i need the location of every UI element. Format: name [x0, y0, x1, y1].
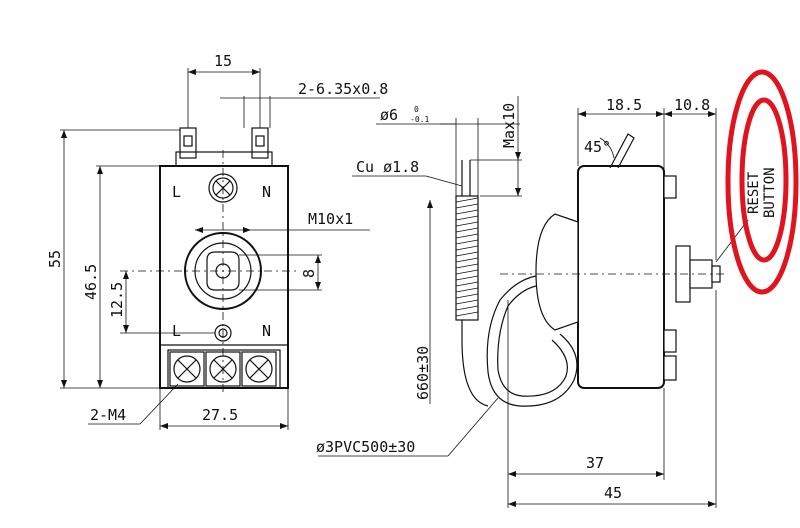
screw-right: [245, 355, 273, 383]
bulb-dome: [535, 213, 579, 331]
dim-660: 660±30: [414, 346, 432, 400]
side-tab-top: [663, 175, 677, 199]
dim-10-8: 10.8: [674, 96, 710, 114]
dim-15-arrows: [188, 69, 260, 75]
dim-m4-leader: [139, 383, 179, 425]
screw-left-box: [169, 351, 205, 387]
sensor-coil: [455, 195, 479, 321]
dim-15: 15: [214, 52, 232, 70]
angle-arc: [599, 137, 615, 159]
dim-max10: Max10: [500, 103, 518, 148]
dim-12-5: 12.5: [108, 282, 126, 318]
dim-18-5: 18.5: [606, 96, 642, 114]
dim-cu-leader: [425, 175, 463, 187]
label-N-top: N: [262, 183, 271, 201]
dim-45: 45: [604, 484, 622, 502]
terminal-right: [251, 127, 269, 159]
reset-annotation: RESET BUTTON: [715, 69, 799, 295]
dim-45-deg: 45°: [584, 138, 611, 156]
screw-right-cross-b: [249, 359, 269, 379]
shaft-flat: [206, 251, 240, 291]
label-N-bottom: N: [262, 322, 271, 340]
dim-55: 55: [46, 250, 64, 268]
label-L-top: L: [172, 183, 181, 201]
label-L-bottom: L: [172, 322, 181, 340]
dim-2-m4: 2-M4: [90, 406, 126, 424]
screw-left-cross-b: [177, 359, 197, 379]
dim-46-5: 46.5: [82, 264, 100, 300]
dim-660-arrow: [427, 200, 433, 208]
terminal-block: [167, 349, 281, 389]
screw-left: [173, 355, 201, 383]
reset-label-line1: RESET: [746, 171, 762, 214]
angle-bracket: [609, 133, 635, 169]
thermostat-body: [159, 165, 289, 389]
dim-8: 8: [300, 269, 318, 278]
capillary-outer: [486, 275, 578, 407]
terminal-right-hole: [255, 135, 265, 147]
capillary-link: [461, 320, 489, 407]
dim-d6-tol-bottom: -0.1: [410, 115, 429, 124]
terminal-left: [179, 127, 197, 159]
side-view: ø6 0 -0.1 Max10 Cu ø1.8 660±30 ø3PVC500±…: [316, 96, 725, 508]
side-tab-mid: [663, 329, 677, 353]
reset-label-line2: BUTTON: [762, 167, 778, 218]
dim-pvc-leader: [447, 397, 499, 457]
dim-d6: ø6: [380, 106, 398, 124]
red-highlight-inner: [739, 97, 789, 263]
terminal-left-hole: [183, 135, 193, 147]
dim-cu: Cu ø1.8: [356, 158, 419, 176]
side-housing: [577, 165, 665, 389]
capillary-inner: [497, 285, 568, 397]
dim-37: 37: [586, 454, 604, 472]
side-tab-bottom: [663, 355, 677, 381]
screw-right-box: [241, 351, 277, 387]
dim-m10: M10x1: [308, 210, 353, 228]
red-highlight-outer: [725, 69, 799, 295]
dim-terminal: 2-6.35x0.8: [298, 80, 388, 98]
dim-27-5: 27.5: [202, 406, 238, 424]
dim-pvc: ø3PVC500±30: [316, 438, 415, 456]
thread-boss: [184, 232, 262, 310]
dim-d6-tol-top: 0: [414, 105, 419, 114]
coil-windings: [455, 197, 479, 317]
dim-8-arrows: [315, 255, 321, 290]
front-view: L N L N 15 2-6.35x0.8 55 46.5 12.5: [46, 52, 388, 430]
